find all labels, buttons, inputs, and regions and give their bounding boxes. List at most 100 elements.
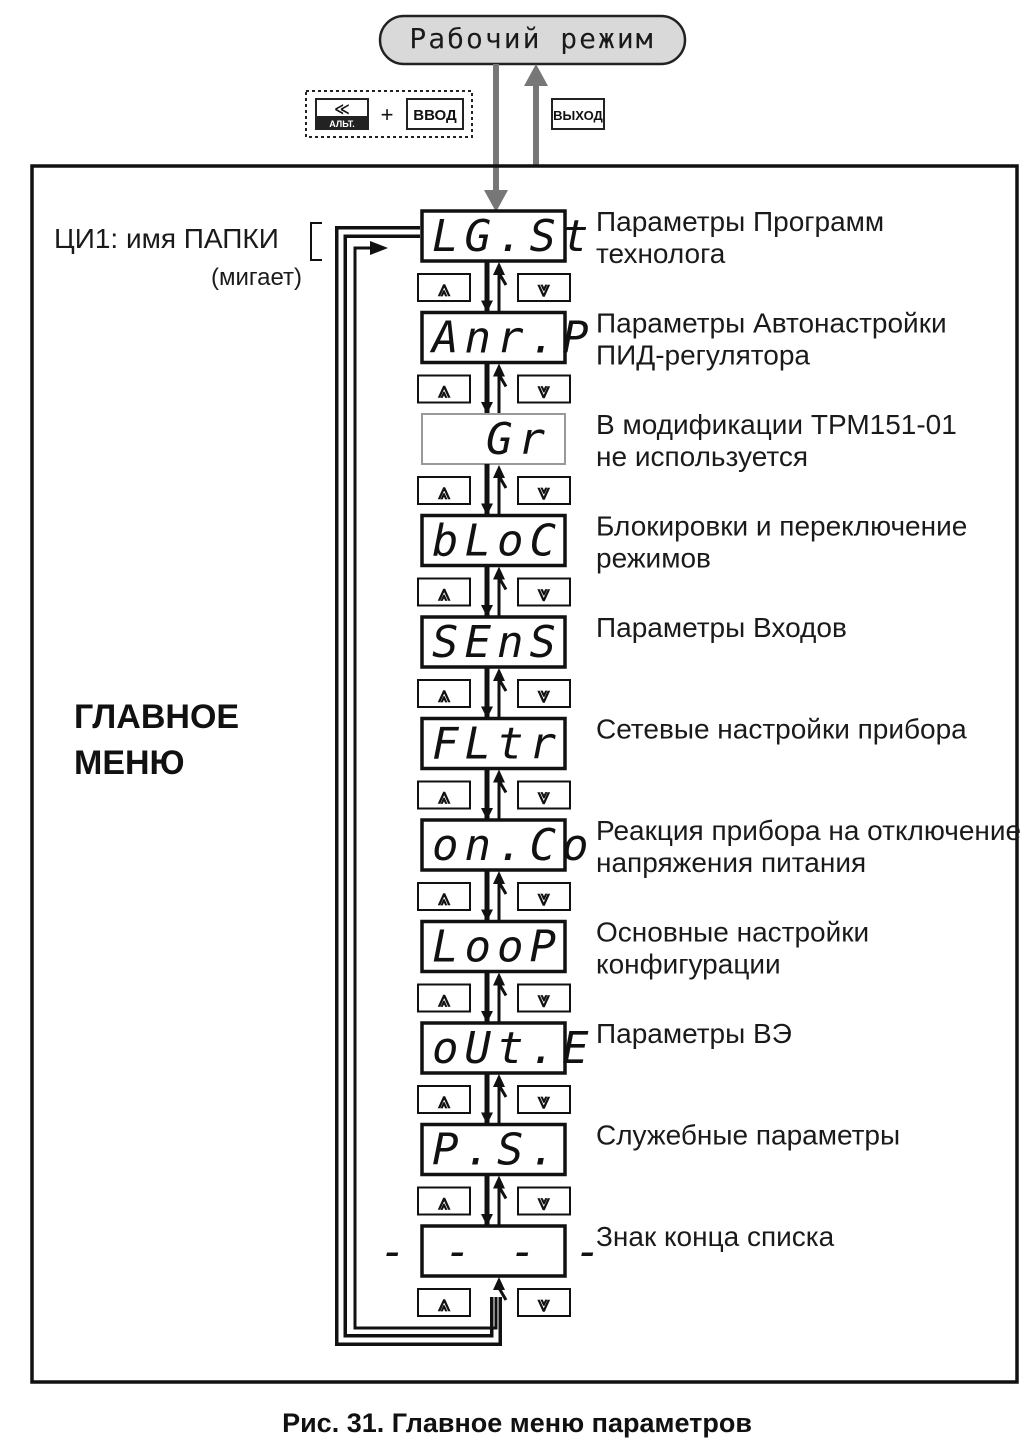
indicator-box[interactable] <box>420 1224 567 1278</box>
up-key[interactable]: ⩓ <box>417 273 471 302</box>
up-arrow-icon: ⩓ <box>438 1191 451 1216</box>
up-key[interactable]: ⩓ <box>417 882 471 911</box>
up-key[interactable]: ⩓ <box>417 1186 471 1216</box>
up-connector <box>497 1287 508 1301</box>
up-arrow-icon: ⩓ <box>438 683 451 708</box>
exit-key[interactable]: ВЫХОД <box>551 98 605 130</box>
indicator-code: oUt.E <box>432 1023 594 1074</box>
plus-sign: + <box>381 102 394 127</box>
indicator-box[interactable] <box>420 209 567 263</box>
up-connector <box>497 1079 508 1125</box>
alt-key-label: АЛЬТ. <box>329 119 354 129</box>
indicator-code: LG.St <box>432 211 594 262</box>
working-mode-pill[interactable]: Рабочий режим <box>378 14 687 66</box>
up-key[interactable]: ⩓ <box>417 374 471 404</box>
indicator-code: Anr.P <box>429 313 594 364</box>
down-connector-head <box>481 300 493 313</box>
item-description-line1: В модификации ТРМ151-01 <box>596 409 957 440</box>
down-connector-head <box>481 706 493 719</box>
down-key[interactable]: ⩔ <box>517 679 571 708</box>
menu-item-10: - - - -Знак конца списка⩓⩔ <box>380 1221 835 1317</box>
up-arrow-icon: ⩓ <box>438 480 451 505</box>
display-label-line1: ЦИ1: имя ПАПКИ <box>54 223 279 254</box>
indicator-box[interactable] <box>420 1122 567 1177</box>
enter-key-combo: ≪ АЛЬТ. + ВВОД <box>305 90 473 138</box>
indicator-code: on.Co <box>432 820 594 871</box>
indicator-code: LooP <box>432 922 562 973</box>
exit-arrow-head <box>524 64 548 86</box>
main-menu-frame <box>30 164 1019 1384</box>
up-arrow-icon: ⩓ <box>438 379 451 404</box>
up-connector-head <box>493 1175 505 1189</box>
indicator-box[interactable] <box>420 615 567 669</box>
indicator-box[interactable] <box>420 1021 567 1075</box>
menu-item-9: P.S.Служебные параметры⩓⩔ <box>417 1120 900 1226</box>
indicator-box[interactable] <box>420 310 567 365</box>
indicator-box[interactable] <box>420 716 567 771</box>
item-description-line1: Параметры Входов <box>596 612 847 643</box>
item-description-line1: Основные настройки <box>596 917 869 948</box>
up-key[interactable]: ⩓ <box>417 1085 471 1114</box>
down-key[interactable]: ⩔ <box>517 1186 571 1216</box>
up-arrow-icon: ⩓ <box>438 988 451 1013</box>
indicator-code: P.S. <box>432 1125 562 1176</box>
down-key[interactable]: ⩔ <box>517 882 571 911</box>
down-key[interactable]: ⩔ <box>517 983 571 1013</box>
down-connector-head <box>481 808 493 820</box>
up-connector-head <box>493 465 505 478</box>
alt-key[interactable]: ≪ АЛЬТ. <box>315 98 369 130</box>
down-key[interactable]: ⩔ <box>517 374 571 404</box>
indicator-code: Gr <box>486 414 551 465</box>
up-connector-head <box>493 668 505 681</box>
up-key[interactable]: ⩓ <box>417 577 471 607</box>
down-key[interactable]: ⩔ <box>517 476 571 505</box>
down-arrow-icon: ⩔ <box>537 785 551 810</box>
enter-arrow-head <box>484 190 508 212</box>
up-key[interactable]: ⩓ <box>417 679 471 708</box>
indicator-box[interactable] <box>420 513 567 568</box>
up-key[interactable]: ⩓ <box>417 983 471 1013</box>
up-key[interactable]: ⩓ <box>417 780 471 810</box>
indicator-box[interactable] <box>421 413 566 465</box>
down-arrow-icon: ⩔ <box>537 1292 551 1317</box>
indicator-code: - - - - <box>380 1226 607 1277</box>
figure-caption: Рис. 31. Главное меню параметров <box>282 1408 752 1438</box>
down-arrow-icon: ⩔ <box>537 480 551 505</box>
up-connector-head <box>493 972 505 986</box>
exit-key-label: ВЫХОД <box>553 108 603 123</box>
down-key[interactable]: ⩔ <box>517 1085 571 1114</box>
item-description-line1: Сетевые настройки прибора <box>596 714 967 745</box>
down-arrow-icon: ⩔ <box>537 277 551 302</box>
down-key[interactable]: ⩔ <box>517 273 571 302</box>
down-arrow-icon: ⩔ <box>537 379 551 404</box>
up-key[interactable]: ⩓ <box>417 1288 471 1317</box>
menu-title-line1: ГЛАВНОЕ <box>74 698 239 736</box>
indicator-box[interactable] <box>420 919 567 974</box>
item-description-line2: напряжения питания <box>596 847 866 878</box>
display-label-bracket <box>310 222 322 261</box>
up-key[interactable]: ⩓ <box>417 476 471 505</box>
down-key[interactable]: ⩔ <box>517 577 571 607</box>
up-connector-head <box>493 363 505 377</box>
enter-key-label: ВВОД <box>413 107 457 124</box>
item-description-line2: не используется <box>596 441 808 472</box>
item-description-line1: Параметры ВЭ <box>596 1018 792 1049</box>
down-arrow-icon: ⩔ <box>537 886 551 911</box>
indicator-box[interactable] <box>420 818 567 872</box>
down-key[interactable]: ⩔ <box>517 780 571 810</box>
down-arrow-icon: ⩔ <box>537 1089 551 1114</box>
up-connector-head <box>493 1277 505 1290</box>
up-connector <box>497 673 508 719</box>
loop-arrow-head <box>370 241 388 255</box>
menu-title-line2: МЕНЮ <box>74 744 185 782</box>
enter-key[interactable]: ВВОД <box>406 98 464 130</box>
down-key[interactable]: ⩔ <box>517 1288 571 1317</box>
up-connector-head <box>493 262 505 275</box>
alt-key-symbol: ≪ <box>334 101 350 118</box>
